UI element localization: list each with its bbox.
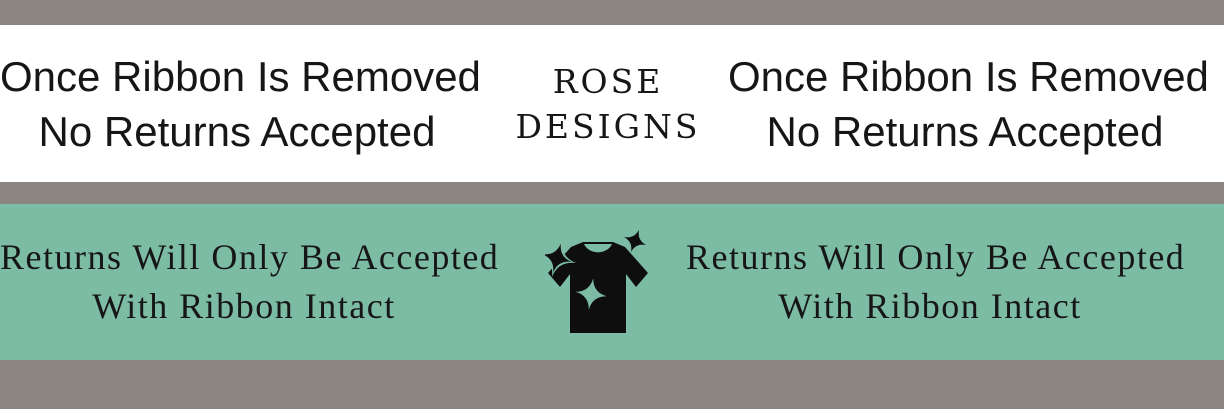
- notice-line: No Returns Accepted: [38, 107, 436, 155]
- notice-line: No Returns Accepted: [766, 107, 1164, 155]
- bottom-frame-strip: [0, 360, 1224, 409]
- top-white-band: Once Ribbon Is Removed No Returns Accept…: [0, 25, 1224, 182]
- logo-line: ROSE: [552, 61, 664, 101]
- notice-line: Returns Will Only Be Accepted: [0, 237, 500, 277]
- middle-frame-strip: [0, 182, 1224, 204]
- top-left-notice: Once Ribbon Is Removed No Returns Accept…: [0, 25, 481, 182]
- notice-line: With Ribbon Intact: [92, 286, 396, 326]
- notice-line: With Ribbon Intact: [778, 286, 1082, 326]
- bottom-right-notice: Returns Will Only Be Accepted With Ribbo…: [686, 204, 1186, 360]
- notice-line: Once Ribbon Is Removed: [0, 52, 481, 100]
- sparkling-tshirt-icon: [545, 228, 651, 333]
- bottom-left-notice: Returns Will Only Be Accepted With Ribbo…: [0, 204, 500, 360]
- notice-line: Returns Will Only Be Accepted: [686, 237, 1186, 277]
- logo-line: DESIGNS: [515, 106, 701, 146]
- rose-designs-logo: ROSE DESIGNS: [478, 25, 738, 182]
- top-frame-strip: [0, 0, 1224, 27]
- bottom-green-band: Returns Will Only Be Accepted With Ribbo…: [0, 204, 1224, 360]
- notice-line: Once Ribbon Is Removed: [728, 52, 1209, 100]
- top-right-notice: Once Ribbon Is Removed No Returns Accept…: [728, 25, 1209, 182]
